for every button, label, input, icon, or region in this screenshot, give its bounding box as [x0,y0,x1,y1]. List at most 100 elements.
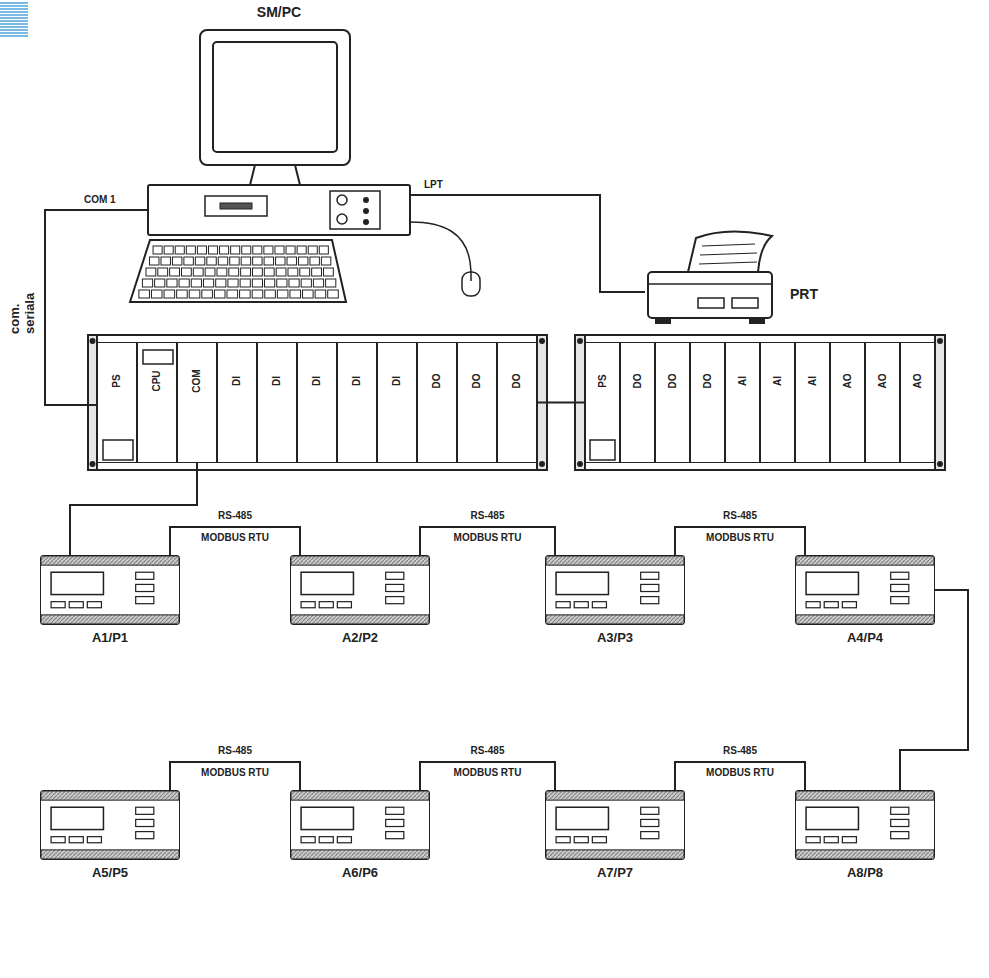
device-button [136,597,154,604]
field-device: A7/P7 [545,790,685,860]
device-button [87,837,101,843]
device-button [891,807,909,814]
keyboard-keys [164,290,175,298]
device-button [51,837,65,843]
device-button [824,602,838,608]
module-label: DI [230,362,244,400]
plc-rack [88,335,97,470]
keyboard-keys [214,290,225,298]
keyboard-keys [227,290,238,298]
plc-module: DO [620,342,655,463]
device-display [51,572,103,594]
device-button [574,602,588,608]
device-display [51,807,103,829]
keyboard-keys [277,279,287,287]
plc-module: AO [865,342,900,463]
device-button [51,602,65,608]
module-label: DO [666,365,680,398]
corner-stripes [0,3,28,36]
device-band [796,791,934,800]
connector-label: RS-485 MODBUS RTU [450,740,526,784]
keyboard-keys [217,268,227,276]
device-button [891,819,909,826]
system-unit [364,209,368,213]
plc-module: DI [217,342,257,463]
node-label: A3/P3 [546,630,684,646]
keyboard-keys [189,290,200,298]
device-band [41,556,179,565]
plc-module: DO [417,342,457,463]
device-face [796,556,934,624]
device-button [386,584,404,591]
keyboard-keys [146,268,156,276]
corner-stripes [0,26,28,28]
device-display [556,572,608,594]
node-label: A4/P4 [796,630,934,646]
node-label: A1/P1 [41,630,179,646]
mouse [410,222,471,272]
plc-rack [590,440,615,460]
device-face [41,791,179,859]
device-button [301,837,315,843]
device-band [41,850,179,859]
keyboard-keys [240,279,250,287]
device-band [291,850,429,859]
device-button [891,584,909,591]
monitor [213,42,337,152]
system-unit [330,191,380,229]
device-button [842,602,856,608]
device-display [806,572,858,594]
keyboard-keys [242,246,251,254]
device-button [87,602,101,608]
corner-stripes [0,32,28,34]
keyboard-keys [228,279,238,287]
device-display [301,572,353,594]
device-band [546,850,684,859]
device-button [556,602,570,608]
computer: SM/PC [148,28,410,235]
device-band [41,791,179,800]
mouse [462,272,480,296]
device-band [291,556,429,565]
keyboard-keys [218,257,227,265]
device-button [136,832,154,839]
node-label: A7/P7 [546,865,684,881]
monitor [200,30,350,165]
device-face [291,791,429,859]
corner-stripes [0,8,28,10]
plc-rack [540,462,544,466]
plc-module: AI [760,342,795,463]
module-label: AI [806,365,820,398]
device-display [556,807,608,829]
keyboard-keys [139,246,338,298]
field-device: A1/P1 [40,555,180,625]
plc-module: DO [655,342,690,463]
device-button [806,837,820,843]
device-band [546,556,684,565]
plc-rack [938,339,942,343]
keyboard-keys [158,268,168,276]
module-label: AO [841,365,855,398]
keyboard-keys [197,246,206,254]
plc-rack [540,339,544,343]
monitor [200,30,350,185]
keyboard-keys [252,279,262,287]
device-button [592,837,606,843]
device-button [641,819,659,826]
plc-rack [88,335,547,470]
plc-rack [88,335,547,470]
printer [732,298,758,308]
keyboard-keys [240,290,251,298]
plc-rack [575,335,945,470]
device-button [69,602,83,608]
device-button [337,837,351,843]
keyboard-keys [312,268,322,276]
cable-connector [410,195,645,292]
plc-module: DI [377,342,417,463]
plc-module: AO [830,342,865,463]
plc-rack [91,462,95,466]
device-button [386,819,404,826]
keyboard-keys [303,290,314,298]
plc-rack [578,462,582,466]
